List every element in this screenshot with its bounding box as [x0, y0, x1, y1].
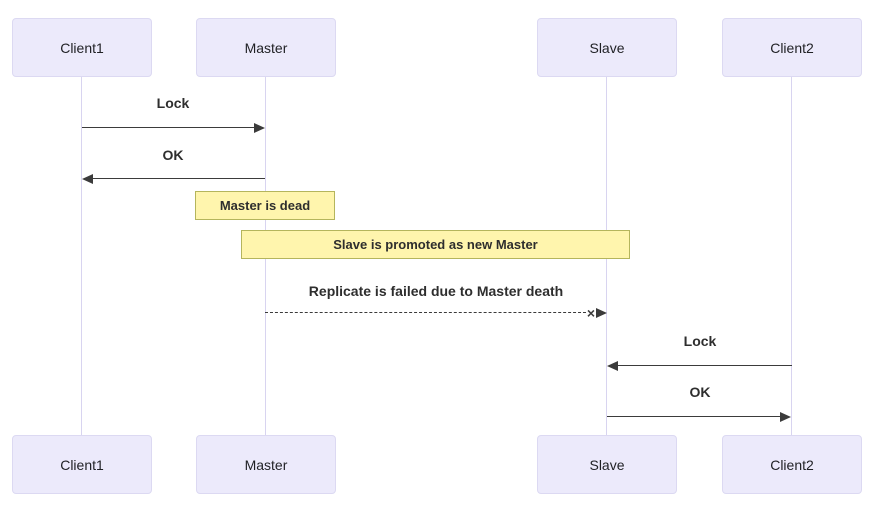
- arrowhead-right-icon: [780, 412, 791, 422]
- actor-client1-top: Client1: [12, 18, 152, 77]
- note-label: Master is dead: [219, 198, 311, 213]
- actor-client2-top: Client2: [722, 18, 862, 77]
- actor-label: Client1: [60, 456, 104, 473]
- actor-slave-bottom: Slave: [537, 435, 677, 494]
- actor-client2-bottom: Client2: [722, 435, 862, 494]
- message-line-lock-1: [82, 127, 254, 128]
- message-label-lock-2: Lock: [683, 333, 717, 349]
- actor-label: Slave: [589, 39, 625, 56]
- actor-label: Slave: [589, 456, 625, 473]
- actor-master-bottom: Master: [196, 435, 336, 494]
- failed-cross-icon: ×: [586, 305, 596, 321]
- lifeline-client2: [791, 77, 792, 435]
- message-line-lock-2: [618, 365, 792, 366]
- message-label-lock-1: Lock: [156, 95, 190, 111]
- actor-slave-top: Slave: [537, 18, 677, 77]
- actor-client1-bottom: Client1: [12, 435, 152, 494]
- actor-label: Client2: [770, 456, 814, 473]
- message-line-ok-2: [607, 416, 780, 417]
- arrowhead-left-icon: [607, 361, 618, 371]
- actor-label: Master: [244, 456, 288, 473]
- arrowhead-right-icon: [596, 308, 607, 318]
- message-label-ok-2: OK: [689, 384, 711, 400]
- note-label: Slave is promoted as new Master: [333, 237, 538, 252]
- actor-label: Client1: [60, 39, 104, 56]
- actor-label: Client2: [770, 39, 814, 56]
- message-label-ok-1: OK: [162, 147, 184, 163]
- arrowhead-right-icon: [254, 123, 265, 133]
- note-slave-promoted: Slave is promoted as new Master: [241, 230, 630, 259]
- message-label-replicate-failed: Replicate is failed due to Master death: [308, 283, 564, 299]
- lifeline-client1: [81, 77, 82, 435]
- actor-master-top: Master: [196, 18, 336, 77]
- message-line-replicate-failed: [265, 312, 586, 313]
- arrowhead-left-icon: [82, 174, 93, 184]
- note-master-is-dead: Master is dead: [195, 191, 335, 220]
- message-line-ok-1: [93, 178, 265, 179]
- actor-label: Master: [244, 39, 288, 56]
